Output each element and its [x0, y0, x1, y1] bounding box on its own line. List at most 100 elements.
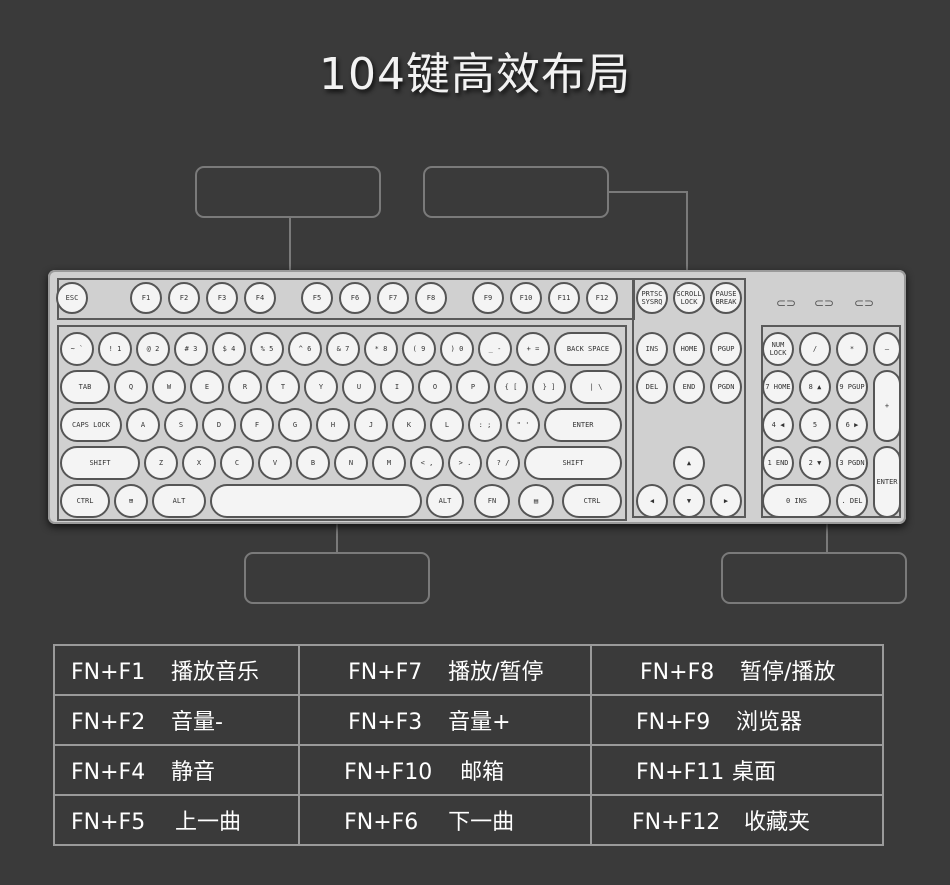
- key-f9: F9: [472, 282, 504, 314]
- key-3: # 3: [174, 332, 208, 366]
- key-num-1: 1 END: [762, 446, 794, 480]
- key-num-4: 4 ◀: [762, 408, 794, 442]
- key-rbracket: } ]: [532, 370, 566, 404]
- key-f6: F6: [339, 282, 371, 314]
- key-z: Z: [144, 446, 178, 480]
- indicator-icon: ⊂⊃: [814, 296, 835, 310]
- key-6: ^ 6: [288, 332, 322, 366]
- key-num-5: 5: [799, 408, 831, 442]
- key-fn: FN: [474, 484, 510, 518]
- key-2: @ 2: [136, 332, 170, 366]
- key-minus: _ -: [478, 332, 512, 366]
- key-space: [210, 484, 422, 518]
- key-j: J: [354, 408, 388, 442]
- key-u: U: [342, 370, 376, 404]
- callout-main-keys: [244, 552, 430, 604]
- key-f1: F1: [130, 282, 162, 314]
- key-q: Q: [114, 370, 148, 404]
- key-7: & 7: [326, 332, 360, 366]
- key-slash: ? /: [486, 446, 520, 480]
- callout-numpad: [721, 552, 907, 604]
- key-delete: DEL: [636, 370, 668, 404]
- key-menu: ▤: [518, 484, 554, 518]
- key-right-ctrl: CTRL: [562, 484, 622, 518]
- key-esc: ESC: [56, 282, 88, 314]
- key-prtsc: PRTSC SYSRQ: [636, 282, 668, 314]
- key-arrow-down: ▼: [673, 484, 705, 518]
- key-a: A: [126, 408, 160, 442]
- key-enter: ENTER: [544, 408, 622, 442]
- key-pause: PAUSE BREAK: [710, 282, 742, 314]
- key-num-multiply: *: [836, 332, 868, 366]
- connector-line: [826, 520, 828, 553]
- key-num-0: 0 INS: [762, 484, 831, 518]
- key-f12: F12: [586, 282, 618, 314]
- key-arrow-up: ▲: [673, 446, 705, 480]
- key-semicolon: : ;: [468, 408, 502, 442]
- key-arrow-right: ▶: [710, 484, 742, 518]
- key-g: G: [278, 408, 312, 442]
- key-b: B: [296, 446, 330, 480]
- indicator-icon: ⊂⊃: [776, 296, 797, 310]
- key-n: N: [334, 446, 368, 480]
- key-p: P: [456, 370, 490, 404]
- key-arrow-left: ◀: [636, 484, 668, 518]
- key-page-up: PGUP: [710, 332, 742, 366]
- key-x: X: [182, 446, 216, 480]
- key-num-3: 3 PGDN: [836, 446, 868, 480]
- connector-line: [336, 520, 338, 553]
- key-f11: F11: [548, 282, 580, 314]
- indicator-icon: ⊂⊃: [854, 296, 875, 310]
- key-equals: + =: [516, 332, 550, 366]
- key-e: E: [190, 370, 224, 404]
- key-i: I: [380, 370, 414, 404]
- key-backtick: ~ `: [60, 332, 94, 366]
- key-h: H: [316, 408, 350, 442]
- key-num-minus: —: [873, 332, 901, 366]
- key-y: Y: [304, 370, 338, 404]
- connector-line: [289, 218, 291, 278]
- key-r: R: [228, 370, 262, 404]
- key-c: C: [220, 446, 254, 480]
- key-home: HOME: [673, 332, 705, 366]
- key-period: > .: [448, 446, 482, 480]
- key-f3: F3: [206, 282, 238, 314]
- page-title: 104键高效布局: [319, 49, 631, 100]
- key-caps-lock: CAPS LOCK: [60, 408, 122, 442]
- key-left-alt: ALT: [152, 484, 206, 518]
- key-f2: F2: [168, 282, 200, 314]
- key-o: O: [418, 370, 452, 404]
- key-num-7: 7 HOME: [762, 370, 794, 404]
- key-f4: F4: [244, 282, 276, 314]
- key-backspace: BACK SPACE: [554, 332, 622, 366]
- key-num-8: 8 ▲: [799, 370, 831, 404]
- key-num-plus: +: [873, 370, 901, 442]
- key-d: D: [202, 408, 236, 442]
- key-f5: F5: [301, 282, 333, 314]
- key-0: ) 0: [440, 332, 474, 366]
- key-s: S: [164, 408, 198, 442]
- connector-line: [609, 191, 687, 193]
- key-w: W: [152, 370, 186, 404]
- key-quote: " ': [506, 408, 540, 442]
- key-backslash: | \: [570, 370, 622, 404]
- key-right-alt: ALT: [426, 484, 464, 518]
- key-num-9: 9 PGUP: [836, 370, 868, 404]
- keyboard-illustration: ESC F1 F2 F3 F4 F5 F6 F7 F8 F9 F10 F11 F…: [48, 270, 906, 524]
- key-lbracket: { [: [494, 370, 528, 404]
- key-left-shift: SHIFT: [60, 446, 140, 480]
- key-9: ( 9: [402, 332, 436, 366]
- key-1: ! 1: [98, 332, 132, 366]
- key-comma: < ,: [410, 446, 444, 480]
